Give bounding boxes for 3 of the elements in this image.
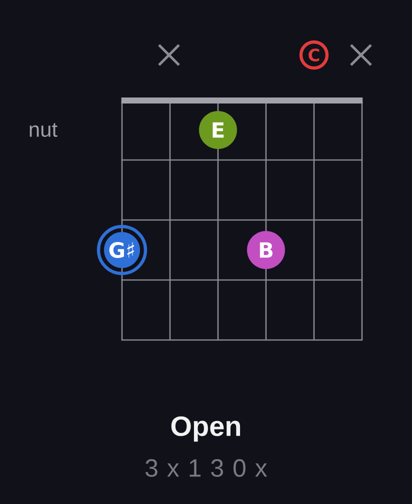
chord-title: Open xyxy=(171,416,240,442)
fret-label: nut xyxy=(30,123,58,137)
fingering-caption: 3 x 1 3 0 x xyxy=(146,459,268,477)
